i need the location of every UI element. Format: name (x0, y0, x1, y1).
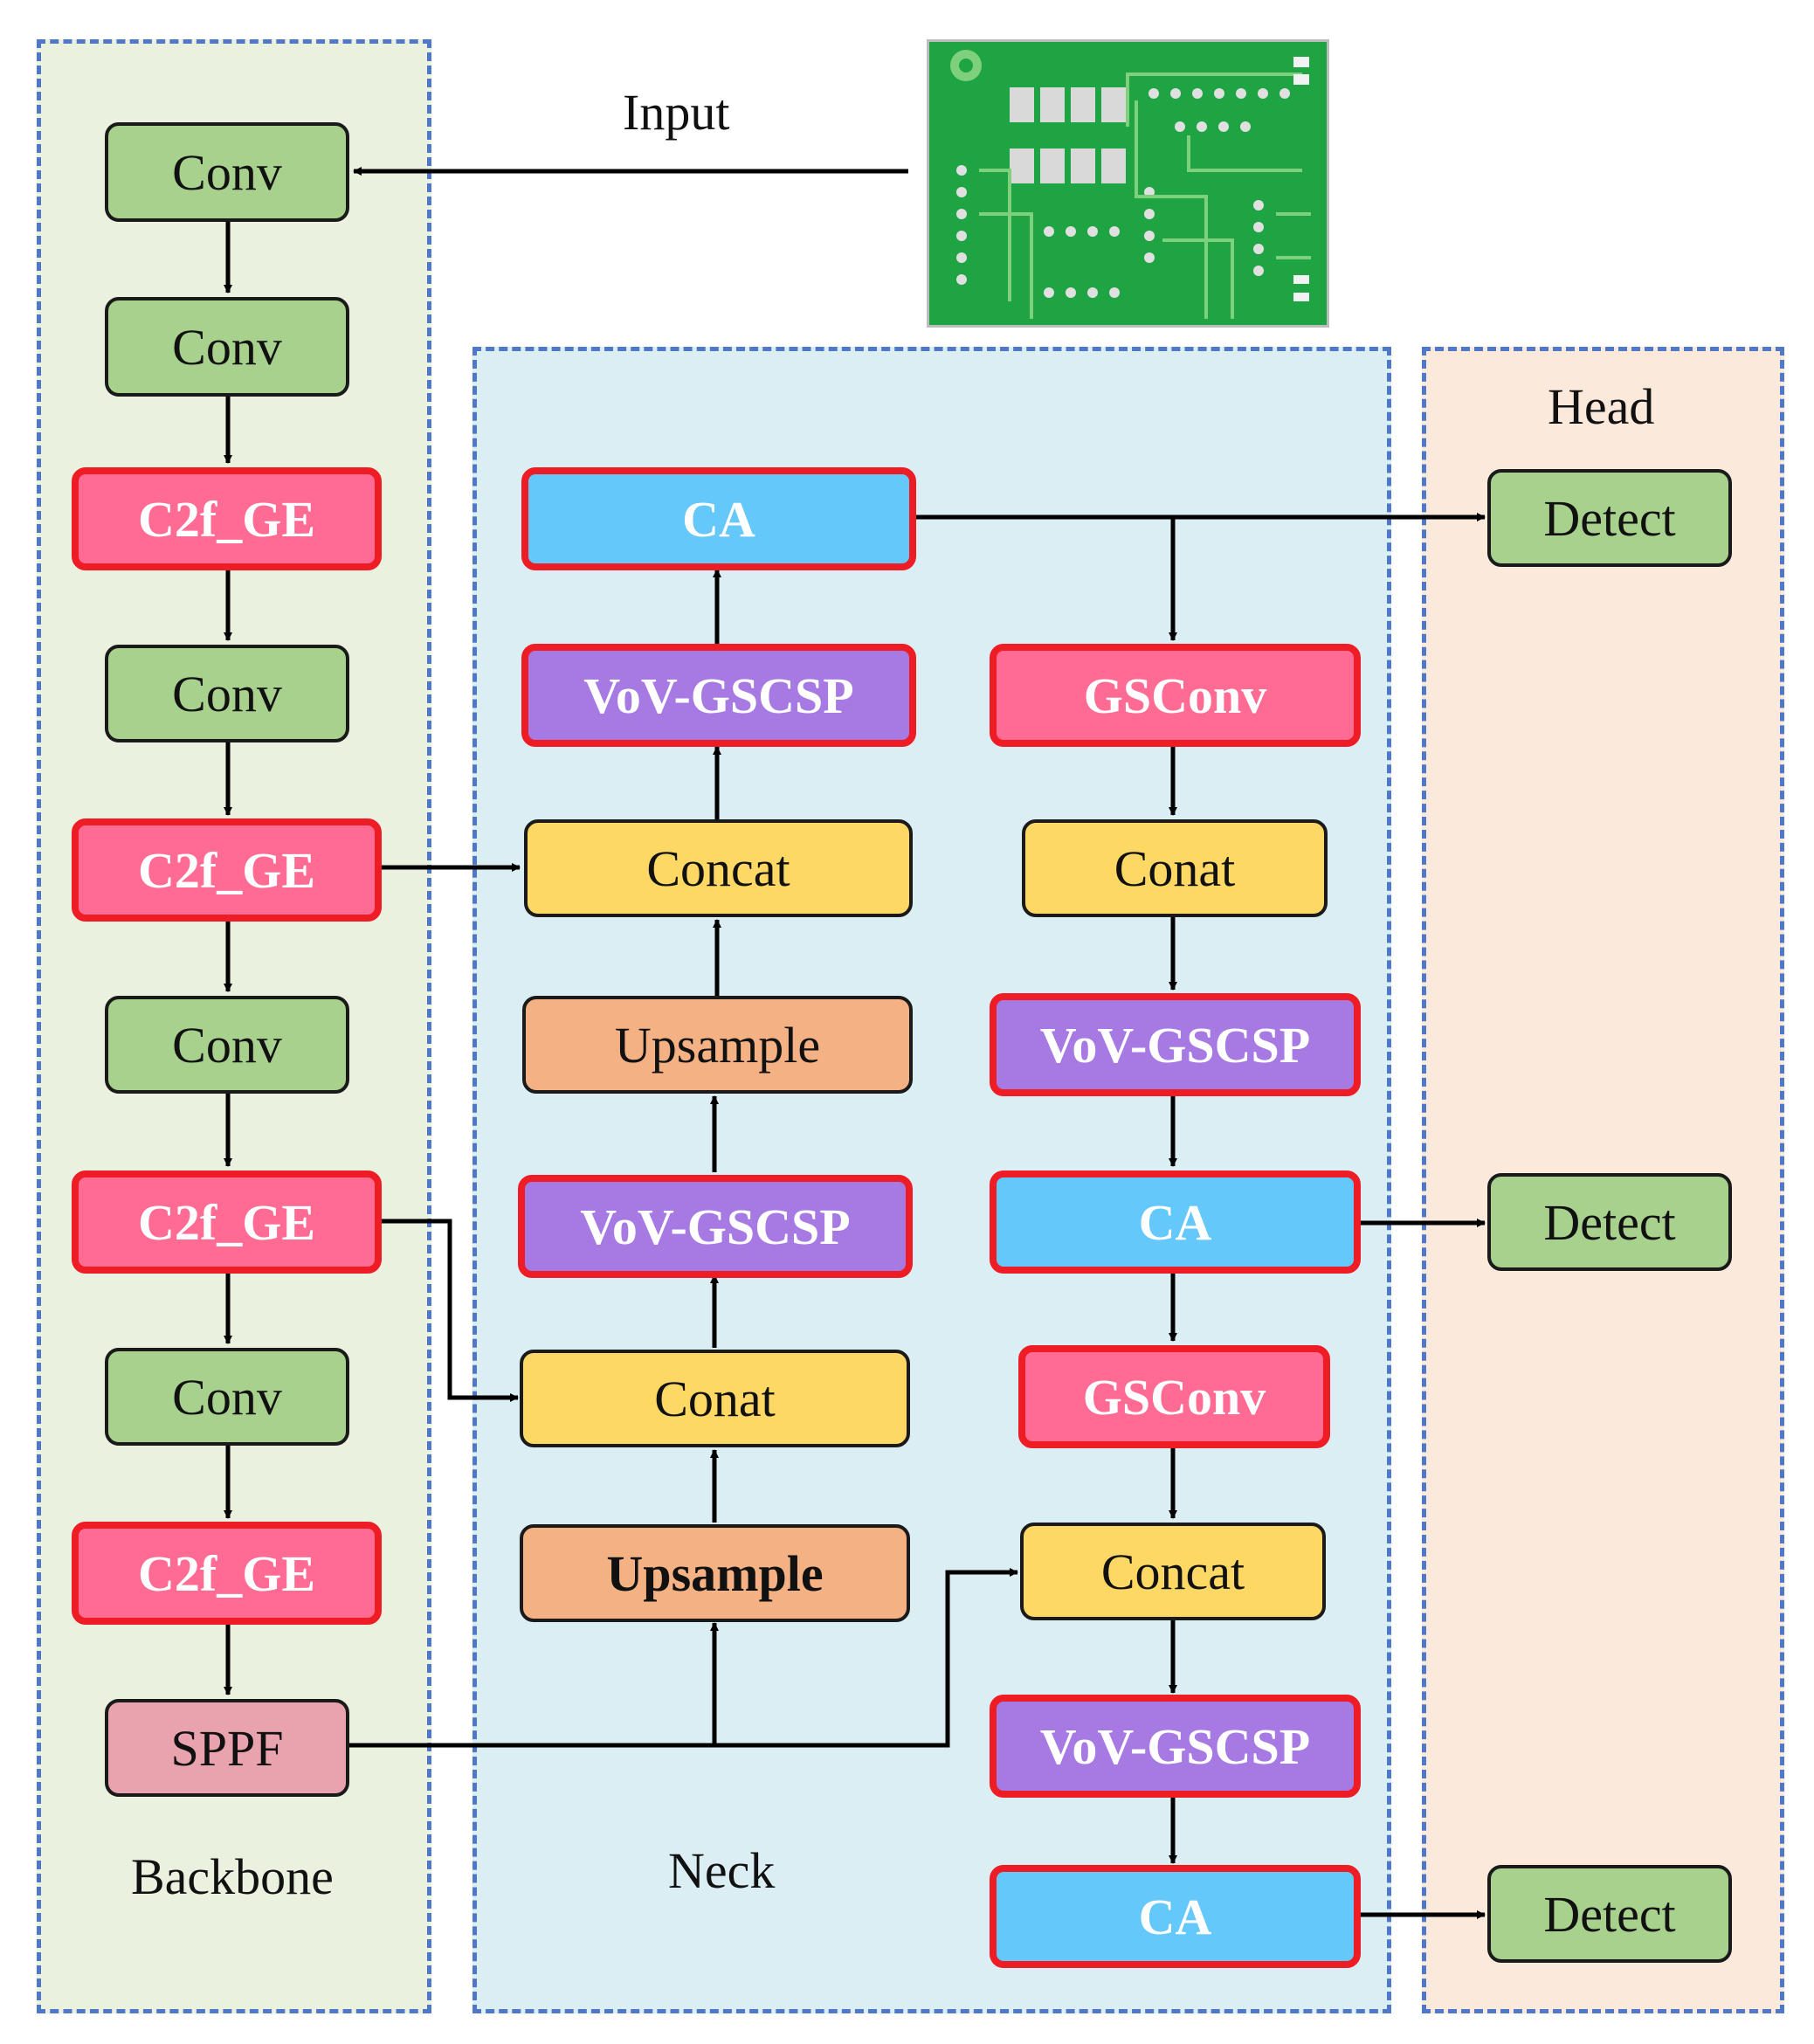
backbone-c2f-ge-3: C2f_GE (72, 1170, 382, 1274)
input-pcb-image (927, 39, 1329, 328)
arrow-c2f3-to-conat (380, 1219, 519, 1402)
neck-ca-bottom: CA (990, 1865, 1361, 1968)
backbone-sppf: SPPF (105, 1699, 349, 1797)
neck-gsconv-1: GSConv (990, 644, 1361, 747)
neck-label: Neck (668, 1842, 776, 1899)
neck-vov-gscsp-right-2: VoV-GSCSP (990, 1695, 1361, 1798)
head-detect-3: Detect (1487, 1865, 1732, 1963)
neck-upsample-bottom: Upsample (520, 1524, 910, 1622)
neck-vov-gscsp-right-1: VoV-GSCSP (990, 993, 1361, 1096)
backbone-c2f-ge-1: C2f_GE (72, 467, 382, 570)
head-label: Head (1548, 378, 1655, 435)
neck-ca-top: CA (521, 467, 916, 570)
backbone-label: Backbone (131, 1848, 334, 1905)
arrow-sppf-to-concat-right (349, 1568, 1018, 1748)
neck-upsample-top: Upsample (522, 996, 913, 1094)
neck-conat-mid: Conat (520, 1350, 910, 1447)
neck-vov-gscsp-top: VoV-GSCSP (521, 644, 916, 747)
neck-vov-gscsp-mid: VoV-GSCSP (518, 1175, 913, 1278)
neck-concat-top: Concat (524, 819, 913, 917)
head-detect-1: Detect (1487, 469, 1732, 567)
backbone-conv-4: Conv (105, 996, 349, 1094)
neck-gsconv-2: GSConv (1018, 1345, 1330, 1448)
backbone-c2f-ge-2: C2f_GE (72, 818, 382, 922)
input-label: Input (623, 84, 730, 141)
head-detect-2: Detect (1487, 1173, 1732, 1271)
backbone-conv-1: Conv (105, 122, 349, 222)
backbone-c2f-ge-4: C2f_GE (72, 1522, 382, 1625)
backbone-conv-5: Conv (105, 1348, 349, 1446)
neck-concat-right: Concat (1020, 1523, 1326, 1620)
neck-ca-mid: CA (990, 1170, 1361, 1274)
backbone-conv-2: Conv (105, 297, 349, 397)
backbone-conv-3: Conv (105, 645, 349, 742)
neck-conat-right: Conat (1022, 819, 1328, 917)
